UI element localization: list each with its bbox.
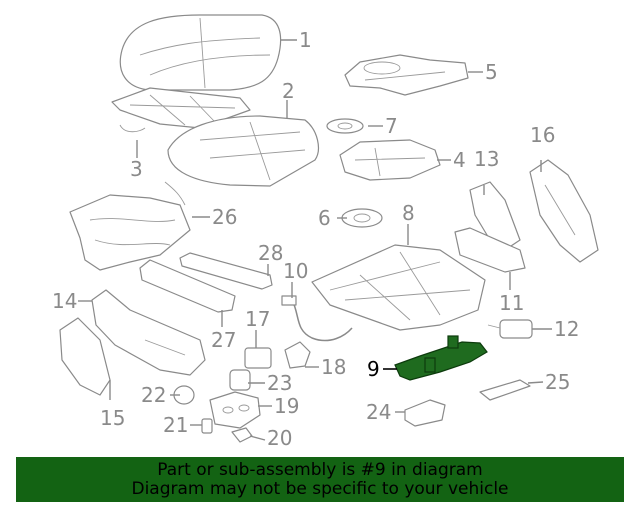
- part-26-wiring-harness[interactable]: [69, 181, 191, 271]
- callout-20: 20: [267, 426, 292, 450]
- callout-22: 22: [141, 383, 166, 407]
- callout-8: 8: [402, 201, 415, 225]
- part-1-cushion-cover[interactable]: [119, 14, 282, 91]
- callout-1: 1: [299, 28, 312, 52]
- part-24-module[interactable]: [404, 399, 446, 427]
- part-16-seatback-panel[interactable]: [529, 159, 599, 263]
- callout-26: 26: [212, 205, 237, 229]
- callout-5: 5: [485, 60, 498, 84]
- part-7-washer[interactable]: [326, 118, 364, 134]
- part-6-motor[interactable]: [341, 208, 383, 228]
- part-28-track[interactable]: [179, 252, 273, 290]
- part-4-frame-pan[interactable]: [339, 139, 441, 181]
- callout-21: 21: [163, 413, 188, 437]
- part-9-adjuster-track[interactable]: [394, 335, 488, 381]
- part-10-cable[interactable]: [281, 295, 353, 342]
- callout-6: 6: [318, 206, 331, 230]
- part-17-switch[interactable]: [244, 347, 272, 369]
- callout-4: 4: [453, 148, 466, 172]
- callout-24: 24: [366, 400, 391, 424]
- part-23-knob[interactable]: [229, 369, 251, 391]
- info-banner: Part or sub-assembly is #9 in diagram Di…: [16, 457, 624, 502]
- callout-25: 25: [545, 370, 570, 394]
- part-20-knob[interactable]: [231, 427, 253, 443]
- leader-lines: [78, 39, 552, 441]
- part-19-control-panel[interactable]: [209, 391, 261, 429]
- callout-2: 2: [282, 79, 295, 103]
- callout-labels: 1 2 3 4 5 6 7 8 9 10 11 12 13 14 15 16 1…: [52, 28, 579, 450]
- callout-14: 14: [52, 289, 77, 313]
- callout-10: 10: [283, 259, 308, 283]
- callout-15: 15: [100, 406, 125, 430]
- part-25-cover-plate[interactable]: [479, 379, 531, 401]
- part-27-side-shield[interactable]: [139, 259, 236, 313]
- callout-17: 17: [245, 307, 270, 331]
- seat-parts-diagram: 1 2 3 4 5 6 7 8 9 10 11 12 13 14 15 16 1…: [52, 14, 599, 450]
- part-14-outer-shield[interactable]: [91, 289, 206, 376]
- callout-16: 16: [530, 123, 555, 147]
- part-5-pad[interactable]: [344, 54, 469, 96]
- part-8-seat-adjuster[interactable]: [311, 244, 486, 331]
- callout-11: 11: [499, 291, 524, 315]
- callout-23: 23: [267, 371, 292, 395]
- part-3-heater-mat[interactable]: [111, 87, 251, 133]
- callout-13: 13: [474, 147, 499, 171]
- banner-line-1: Part or sub-assembly is #9 in diagram: [157, 460, 483, 480]
- callout-12: 12: [554, 317, 579, 341]
- part-13-seatback-frame[interactable]: [469, 181, 521, 251]
- part-15-inner-trim[interactable]: [59, 317, 111, 396]
- banner-line-2: Diagram may not be specific to your vehi…: [131, 479, 509, 499]
- callout-28: 28: [258, 241, 283, 265]
- part-11-recliner-bracket[interactable]: [454, 227, 526, 273]
- callout-9: 9: [367, 357, 380, 381]
- callout-3: 3: [130, 157, 143, 181]
- part-18-bracket[interactable]: [284, 341, 311, 369]
- callout-19: 19: [274, 394, 299, 418]
- part-12-actuator[interactable]: [487, 319, 533, 339]
- callout-27: 27: [211, 328, 236, 352]
- callout-18: 18: [321, 355, 346, 379]
- part-2-cushion-foam[interactable]: [167, 115, 319, 187]
- callout-7: 7: [385, 114, 398, 138]
- part-21-clip[interactable]: [201, 418, 213, 434]
